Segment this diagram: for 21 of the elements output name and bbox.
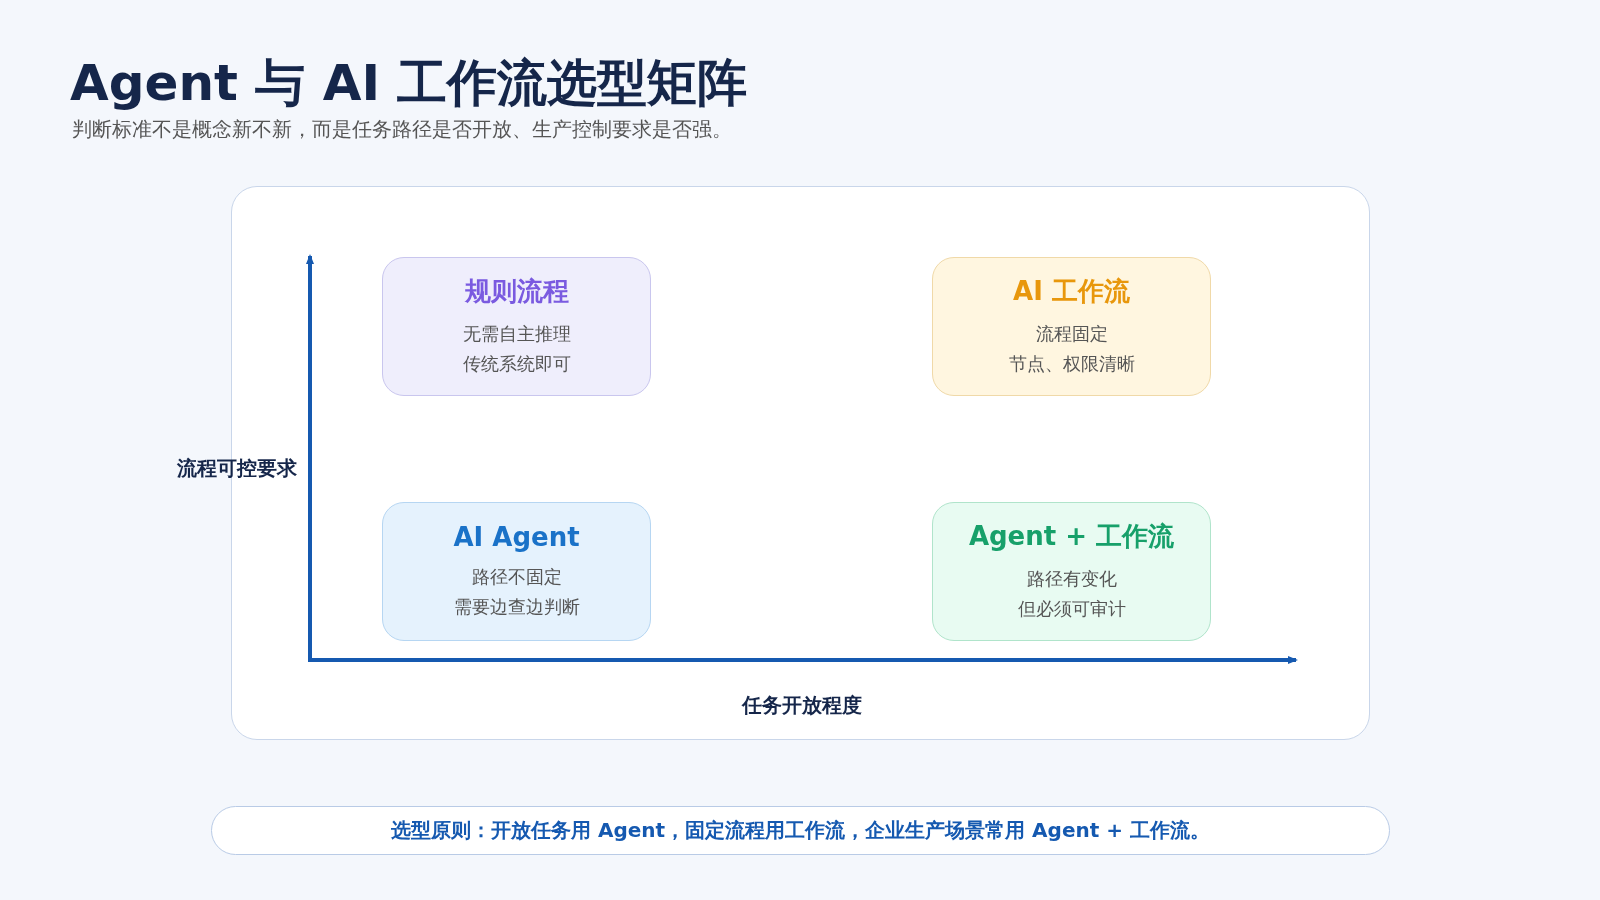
quadrant-text: 需要边查边判断 bbox=[453, 594, 580, 619]
quadrant-box bbox=[932, 257, 1211, 396]
quadrant-box bbox=[932, 502, 1211, 641]
quadrant-text: 无需自主推理 bbox=[462, 322, 571, 346]
quadrant-text: 流程固定 bbox=[1035, 322, 1108, 346]
quadrant-text: 路径不固定 bbox=[471, 564, 562, 589]
axis-label: 流程可控要求 bbox=[177, 455, 297, 482]
quadrant-text: 节点、权限清晰 bbox=[1008, 352, 1135, 376]
quadrant-box bbox=[382, 257, 651, 396]
quadrant-text: 路径有变化 bbox=[1026, 567, 1117, 591]
quadrant-text: 传统系统即可 bbox=[462, 352, 571, 376]
quadrant-text: 但必须可审计 bbox=[1017, 597, 1126, 621]
axis-label: 任务开放程度 bbox=[740, 692, 863, 719]
quadrant-heading: AI 工作流 bbox=[1013, 275, 1130, 308]
quadrant-box bbox=[382, 502, 651, 641]
principle-bar: 选型原则：开放任务用 Agent，固定流程用工作流，企业生产场景常用 Agent + 工作流。 bbox=[211, 806, 1390, 855]
quadrant-heading: AI Agent bbox=[453, 521, 580, 552]
title: Agent 与 AI 工作流选型矩阵 bbox=[70, 53, 748, 114]
quadrant-heading: Agent + 工作流 bbox=[968, 520, 1175, 553]
quadrant-heading: 规则流程 bbox=[464, 275, 569, 308]
subtitle: 判断标准不是概念新不新，而是任务路径是否开放、生产控制要求是否强。 bbox=[72, 116, 732, 143]
